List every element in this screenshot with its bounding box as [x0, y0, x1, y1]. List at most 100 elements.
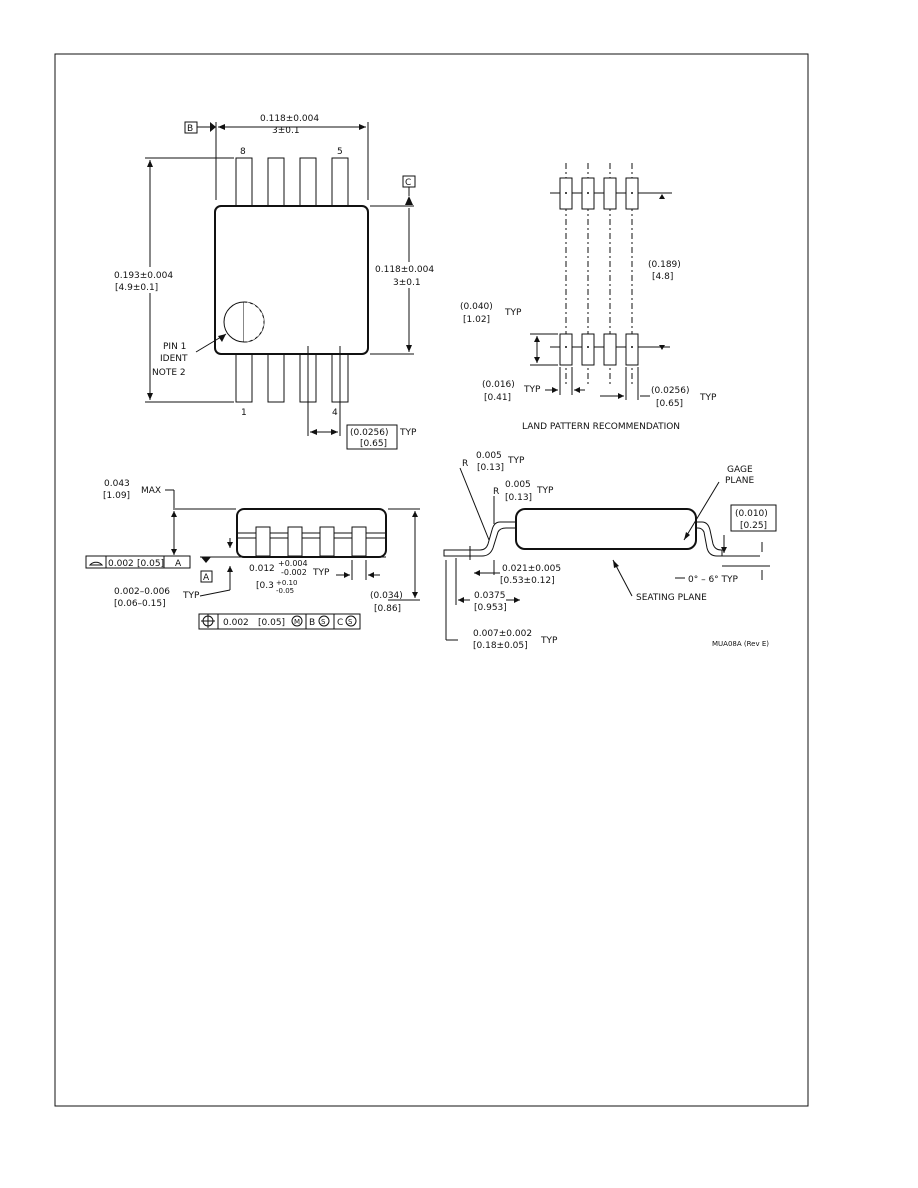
land-pad: [603, 333, 617, 366]
side-view: 0.043 [1.09] MAX 0.002 [0.05] A A 0.002–…: [85, 479, 420, 630]
position-tol-mm: [0.05]: [258, 618, 285, 628]
standoff-in: 0.002–0.006: [114, 587, 170, 597]
lead-5: [331, 157, 349, 207]
pad-length-typ: TYP: [504, 308, 522, 318]
pitch-mm: [0.65]: [360, 439, 387, 449]
pin-number-8: 8: [240, 147, 246, 157]
top-leads: [235, 157, 349, 207]
land-pad: [625, 333, 639, 366]
body-mm: 3±0.1: [393, 278, 421, 288]
side-lead: [255, 526, 271, 557]
gauge-mm: [0.25]: [740, 521, 767, 531]
position-datum-b: B: [309, 618, 315, 628]
r2-label: R: [493, 487, 499, 497]
foot-mm: [0.53±0.12]: [500, 576, 555, 586]
gauge-label: GAGE: [727, 465, 753, 475]
datum-c-label: C: [405, 178, 411, 188]
height-max: MAX: [141, 486, 161, 496]
foot-len-in: 0.0375: [474, 591, 506, 601]
width-in: 0.118±0.004: [260, 114, 319, 124]
length-in: 0.193±0.004: [114, 271, 173, 281]
land-pitch-typ: TYP: [699, 393, 717, 403]
body-in: 0.118±0.004: [375, 265, 434, 275]
r1-label: R: [462, 459, 468, 469]
land-span-mm: [4.8]: [652, 272, 673, 282]
sheet-border: [54, 53, 809, 1107]
side-lead: [319, 526, 335, 557]
thickness-typ: TYP: [540, 636, 558, 646]
lead-8: [235, 157, 253, 207]
pin-number-1: 1: [241, 408, 247, 418]
land-pad: [581, 333, 595, 366]
foot-len-mm: [0.953]: [474, 603, 507, 613]
pitch-basic-box: [346, 424, 398, 450]
pin-number-4: 4: [332, 408, 338, 418]
foot-in: 0.021±0.005: [502, 564, 561, 574]
side-lead: [351, 526, 367, 557]
lead-width-plus: +0.004: [278, 559, 308, 568]
package-body: [214, 205, 369, 355]
lead-width-mm-plus: +0.10: [276, 579, 297, 587]
height-in: 0.043: [104, 479, 130, 489]
lead-width-mm: [0.3: [256, 581, 274, 591]
land-span-in: (0.189): [648, 260, 681, 270]
pin1-ident-label: NOTE 2: [152, 368, 186, 378]
lead-7: [267, 157, 285, 207]
land-pad: [603, 177, 617, 210]
seating-plane: SEATING PLANE: [636, 593, 707, 603]
pin-number-5: 5: [337, 147, 343, 157]
gauge-label: PLANE: [725, 476, 755, 486]
flatness-tol-in: 0.002: [108, 559, 134, 569]
flatness-datum: A: [175, 559, 182, 569]
lead-width-minus: -0.002: [281, 568, 307, 577]
detail-body: [515, 508, 697, 550]
r1-in: 0.005: [476, 451, 502, 461]
lead-width-typ: TYP: [312, 568, 330, 578]
r2-mm: [0.13]: [505, 493, 532, 503]
pin1-ident-label: PIN 1: [163, 342, 186, 352]
length-mm: [4.9±0.1]: [115, 283, 158, 293]
land-pad: [559, 333, 573, 366]
land-pitch-in: (0.0256): [651, 386, 690, 396]
height-mm: [1.09]: [103, 491, 130, 501]
pad-length-mm: [1.02]: [463, 315, 490, 325]
r1-typ: TYP: [507, 456, 525, 466]
lead-width-in: 0.012: [249, 564, 275, 574]
lead-width-mm-minus: -0.05: [276, 587, 294, 595]
pin1-ident-label: IDENT: [160, 354, 188, 364]
land-pattern-view: (0.189) [4.8] (0.040) TYP [1.02] (0.016)…: [460, 163, 717, 432]
angle-label: 0° – 6° TYP: [688, 575, 739, 585]
gauge-basic-box: [730, 504, 777, 532]
svg-text:M: M: [294, 618, 300, 626]
flatness-frame: [85, 555, 191, 569]
width-mm: 3±0.1: [272, 126, 300, 136]
r1-mm: [0.13]: [477, 463, 504, 473]
pad-length-in: (0.040): [460, 302, 493, 312]
body-height-mm: [0.86]: [374, 604, 401, 614]
datum-a-box: [200, 570, 213, 583]
lead-6: [299, 157, 317, 207]
top-view: PIN 1 IDENT NOTE 2 8 5 1 4 B 0.118±0.004…: [112, 114, 445, 450]
lead-1: [235, 353, 253, 403]
land-pitch-mm: [0.65]: [656, 399, 683, 409]
bottom-leads: [235, 353, 349, 403]
flatness-tol-mm: [0.05]: [137, 559, 164, 569]
datum-a-label: A: [203, 573, 210, 583]
gauge-in: (0.010): [735, 509, 768, 519]
side-lead: [287, 526, 303, 557]
drawing-id: MUA08A (Rev E): [712, 640, 769, 648]
pitch-in: (0.0256): [350, 428, 389, 438]
pad-width-in: (0.016): [482, 380, 515, 390]
pitch-typ: TYP: [399, 428, 417, 438]
r2-in: 0.005: [505, 480, 531, 490]
land-pattern-caption: LAND PATTERN RECOMMENDATION: [522, 422, 680, 432]
position-frame: [198, 613, 361, 630]
standoff-mm: [0.06–0.15]: [114, 599, 166, 609]
pad-width-mm: [0.41]: [484, 393, 511, 403]
svg-text:S: S: [321, 618, 326, 626]
body-height-in: (0.034): [370, 591, 403, 601]
position-tol-in: 0.002: [223, 618, 249, 628]
thickness-mm: [0.18±0.05]: [473, 641, 528, 651]
thickness-in: 0.007±0.002: [473, 629, 532, 639]
